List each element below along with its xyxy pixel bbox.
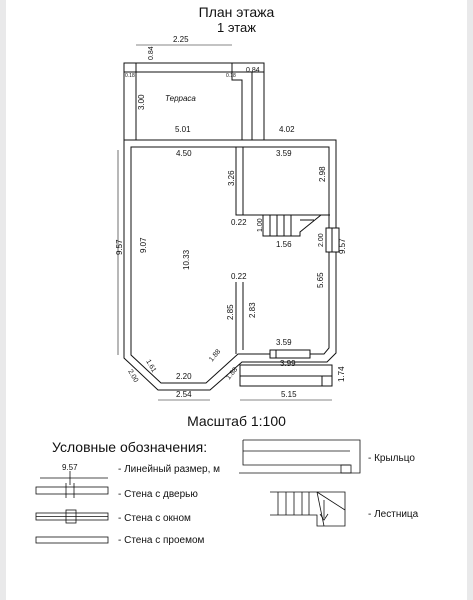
dim-gap-mid: 0.22 [231,272,247,281]
dim-bottom-left: 2.20 [176,372,192,381]
legend-title: Условные обозначения: [52,439,208,455]
dim-bottom-outer: 3.99 [280,359,296,368]
dim-outer-left: 9.57 [115,239,124,255]
dim-stair-width: 1.56 [276,240,292,249]
dim-bottom-inner: 3.59 [276,338,292,347]
dim-diag-left: 1.61 [144,359,157,374]
dim-inner-height: 9.07 [139,237,148,253]
porch-end [321,375,333,387]
room-partition [235,146,244,216]
dim-right-lower: 5.65 [316,272,325,288]
stair-outline [262,214,322,237]
house-inner-wall [130,146,330,384]
left-margin-strip [0,0,6,600]
terrace-label: Терраса [165,94,196,103]
dim-wall-c: 2.85 [226,304,235,320]
terrace-inner-edge [231,63,243,140]
dim-window-right: 2.00 [318,233,325,247]
legend-item-stairs: - Лестница [368,509,419,520]
legend-item-porch: - Крыльцо [368,453,415,464]
scale-label: Масштаб 1:100 [187,413,286,429]
dim-bottom-width: 2.54 [176,390,192,399]
legend-dim-sample: 9.57 [62,463,78,472]
legend-item-wall-window: - Стена с окном [118,513,191,524]
dim-stair-small: 1.00 [257,218,264,232]
dim-corner-right: 0.18 [226,73,236,79]
dim-porch-width: 5.15 [281,390,297,399]
dim-corner-left: 0.18 [125,73,135,79]
legend-stair-symbol [270,491,346,527]
dim-top-left-small: 0.84 [148,46,155,60]
dim-diag-right-a: 1.88 [208,348,222,363]
right-margin-strip [467,0,473,600]
dim-right-top: 4.02 [279,125,295,134]
plan-title: План этажа [198,4,275,20]
dim-inner-left: 4.50 [176,149,192,158]
legend-opening-symbol [35,536,109,544]
legend-item-dimension: - Линейный размер, м [118,464,221,475]
dim-terrace-bottom: 5.01 [175,125,191,134]
dim-stair-gap: 0.22 [231,218,247,227]
dim-diag-right-b: 1.88 [225,366,239,381]
dim-porch-depth: 1.74 [337,366,346,382]
legend-window-symbol [35,509,109,524]
legend-door-symbol [35,483,109,498]
dim-top-right-small: 0.84 [246,67,260,74]
legend-item-wall-opening: - Стена с проемом [118,535,205,546]
legend-item-wall-door: - Стена с дверью [118,489,198,500]
dim-inner-right: 3.59 [276,149,292,158]
house-outer-wall [123,139,337,391]
legend-porch-symbol [239,439,361,474]
dim-top-width: 2.25 [173,35,189,44]
dim-center-height: 10.33 [182,249,191,270]
door-bottom [269,349,311,359]
dim-wall-d: 2.83 [248,302,257,318]
dim-outer-right: 9.57 [338,238,347,254]
dim-wall-a: 3.26 [227,170,236,186]
dim-wall-b: 2.98 [318,166,327,182]
dim-terrace-height: 3.00 [137,94,146,110]
floor-label: 1 этаж [217,20,256,35]
